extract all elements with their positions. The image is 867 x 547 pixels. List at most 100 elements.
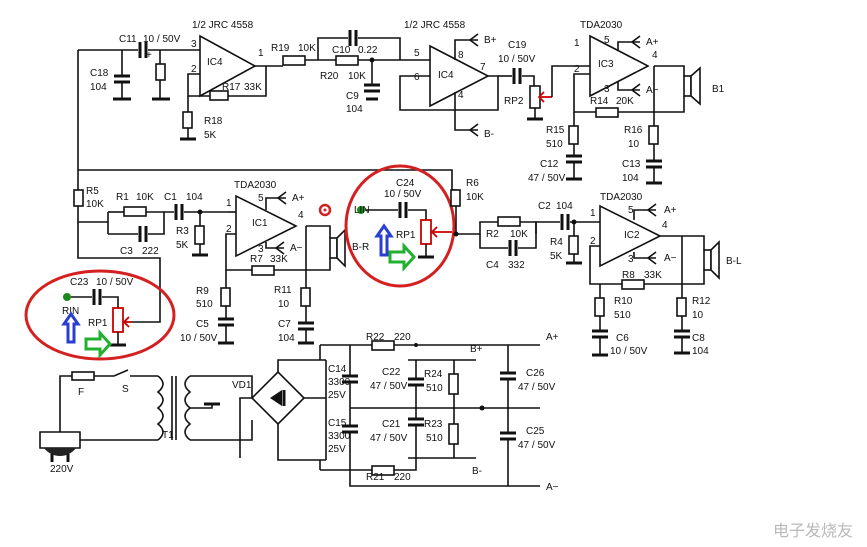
lin-label: LIN: [354, 205, 370, 216]
c24-label: C24: [396, 178, 415, 189]
top-preamp-section: C11 10 / 50V + C18 104 1/2 JRC 4558 IC4 …: [77, 20, 725, 190]
bplus-rail: B+: [470, 344, 483, 355]
c10-label: C10: [332, 45, 351, 56]
r5-label: R5: [86, 186, 99, 197]
c21-value: 47 / 50V: [370, 433, 408, 444]
r22-label: R22: [366, 332, 385, 343]
r17-value: 33K: [244, 82, 262, 93]
c25-label: C25: [526, 426, 545, 437]
svg-text:3: 3: [604, 84, 610, 95]
c9-value: 104: [346, 104, 363, 115]
aminus-rail: A−: [546, 482, 559, 493]
svg-text:2: 2: [191, 64, 197, 75]
r11-label: R11: [274, 285, 292, 296]
c10-value: 0.22: [358, 45, 378, 56]
c7-label: C7: [278, 319, 291, 330]
rp2-label: RP2: [504, 96, 524, 107]
c6-value: 10 / 50V: [610, 346, 648, 357]
speaker-b1: [683, 75, 692, 97]
ic4a-label: IC4: [207, 57, 223, 68]
ic4a-opamp: [199, 34, 257, 98]
f-label: F: [78, 387, 84, 398]
r4-value: 5K: [550, 251, 563, 262]
svg-text:4: 4: [458, 90, 464, 101]
r15-value: 510: [546, 139, 563, 150]
r12-label: R12: [692, 296, 711, 307]
r21-label: R21: [366, 472, 385, 483]
c23-label: C23: [70, 277, 89, 288]
left-channel-section: R2 10K C4 332 C2 104 R4 5K TDA2030 IC2 1…: [456, 192, 742, 357]
c12-value: 47 / 50V: [528, 173, 566, 184]
c18-label: C18: [90, 68, 109, 79]
r6-label: R6: [466, 178, 479, 189]
r6-value: 10K: [466, 192, 484, 203]
arrow-up-icon-rin: [61, 311, 81, 344]
c14-label: C14: [328, 364, 347, 375]
c8-label: C8: [692, 333, 705, 344]
c18-value: 104: [90, 82, 107, 93]
c3-value: 222: [142, 246, 159, 257]
r9-value: 510: [196, 299, 213, 310]
br-label: B-R: [352, 242, 369, 253]
rin-label: RIN: [62, 306, 79, 317]
r24-label: R24: [424, 369, 443, 380]
r15-label: R15: [546, 125, 565, 136]
ic3-title: TDA2030: [580, 20, 623, 31]
c11-value: 10 / 50V: [143, 34, 181, 45]
c23-value: 10 / 50V: [96, 277, 134, 288]
r1-value: 10K: [136, 192, 154, 203]
c2-label: C2: [538, 201, 551, 212]
r18-value: 5K: [204, 130, 217, 141]
r24-value: 510: [426, 383, 443, 394]
r14-label: R14: [590, 96, 609, 107]
r20-label: R20: [320, 71, 339, 82]
r19-label: R19: [271, 43, 290, 54]
c1-label: C1: [164, 192, 177, 203]
r7-value: 33K: [270, 254, 288, 265]
c1-value: 104: [186, 192, 203, 203]
r17-label: R17: [222, 82, 241, 93]
r10-value: 510: [614, 310, 631, 321]
c9-label: C9: [346, 91, 359, 102]
ic4a-title: 1/2 JRC 4558: [192, 20, 254, 31]
fuse: [71, 371, 95, 381]
c12-label: C12: [540, 159, 559, 170]
r20-value: 10K: [348, 71, 366, 82]
r3-value: 5K: [176, 240, 189, 251]
speaker-bl: [703, 249, 712, 271]
r1-label: R1: [116, 192, 129, 203]
c15-label: C15: [328, 418, 347, 429]
c25-value: 47 / 50V: [518, 440, 556, 451]
c5-label: C5: [196, 319, 209, 330]
r22-value: 220: [394, 332, 411, 343]
watermark-logo: 电子发烧友: [772, 523, 853, 540]
r21-value: 220: [394, 472, 411, 483]
ic3-label: IC3: [598, 59, 614, 70]
c15-value2: 25V: [328, 444, 346, 455]
r19-value: 10K: [298, 43, 316, 54]
svg-text:A+: A+: [292, 193, 305, 204]
svg-text:2: 2: [590, 236, 596, 247]
svg-text:4: 4: [298, 210, 304, 221]
aplus-rail: A+: [546, 332, 559, 343]
t1-label: T1: [162, 430, 174, 441]
r23-label: R23: [424, 419, 443, 430]
svg-text:3: 3: [258, 244, 264, 255]
svg-text:1: 1: [258, 48, 264, 59]
svg-text:5: 5: [628, 205, 634, 216]
bplus-top: B+: [484, 35, 497, 46]
svg-text:A−: A−: [664, 253, 677, 264]
svg-text:4: 4: [652, 50, 658, 61]
rin-input-section: C23 10 / 50V RIN RP1: [24, 269, 176, 361]
ic2-label: IC2: [624, 230, 640, 241]
c15-value1: 3300: [328, 431, 351, 442]
speaker-br: [329, 237, 338, 259]
svg-text:8: 8: [458, 50, 464, 61]
ic3-opamp: [589, 34, 650, 98]
bminus-rail: B-: [472, 466, 482, 477]
r14-value: 20K: [616, 96, 634, 107]
c19-value: 10 / 50V: [498, 54, 536, 65]
ic1-opamp: [235, 194, 298, 258]
r3-label: R3: [176, 226, 189, 237]
